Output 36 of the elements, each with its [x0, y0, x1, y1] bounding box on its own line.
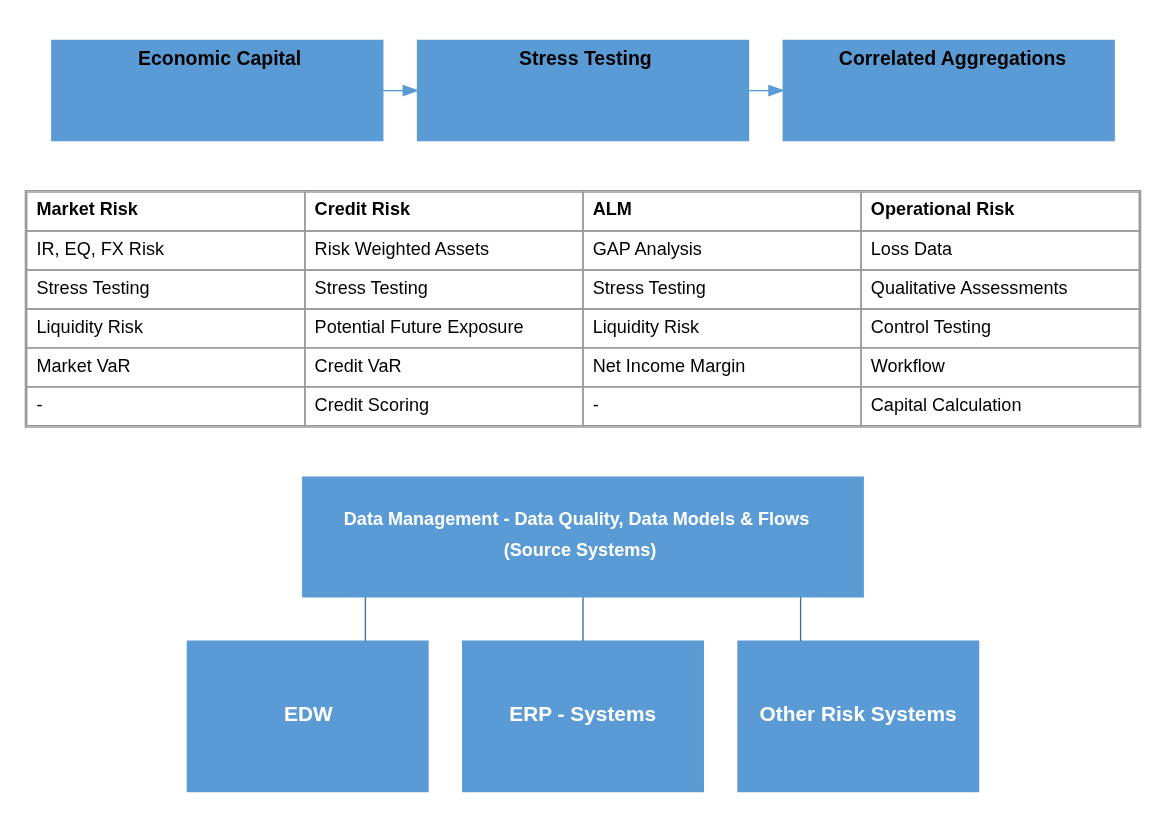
node-box: Data Management - Data Quality, Data Models & Flows (Source Systems) [302, 476, 864, 598]
label: - [592, 394, 599, 415]
label: Stress Testing [36, 278, 150, 299]
label: GAP Analysis [592, 239, 702, 260]
label: Market Risk [36, 198, 138, 219]
label: Credit VaR [314, 356, 402, 377]
label: - [36, 394, 43, 415]
label: IR, EQ, FX Risk [36, 239, 164, 260]
arrow [382, 84, 420, 97]
label: Risk Weighted Assets [314, 239, 489, 260]
label: Liquidity Risk [592, 317, 700, 338]
label: Potential Future Exposure [314, 317, 524, 338]
label: Qualitative Assessments [870, 278, 1068, 299]
label: Market VaR [36, 356, 131, 377]
arrow [748, 84, 785, 97]
node-box: EDW [186, 640, 429, 793]
node-box: Stress Testing [416, 39, 750, 142]
connector [582, 596, 584, 642]
label: Credit Risk [314, 198, 410, 219]
label: Capital Calculation [870, 394, 1022, 415]
node-box: Correlated Aggregations [782, 39, 1115, 142]
label: Control Testing [870, 317, 991, 338]
label: Operational Risk [870, 198, 1015, 219]
node-box: Economic Capital [51, 39, 384, 142]
label: Stress Testing [314, 278, 428, 299]
node-box: ERP - Systems [462, 640, 704, 793]
connector [799, 596, 802, 642]
node-box: Other Risk Systems [737, 640, 980, 793]
label: ALM [592, 198, 632, 219]
label: Net Income Margin [592, 356, 746, 377]
label: Liquidity Risk [36, 317, 143, 338]
label: Workflow [870, 356, 945, 377]
label: Credit Scoring [314, 394, 430, 415]
label: Stress Testing [592, 278, 706, 299]
connector [364, 596, 367, 642]
label: Loss Data [870, 239, 953, 260]
